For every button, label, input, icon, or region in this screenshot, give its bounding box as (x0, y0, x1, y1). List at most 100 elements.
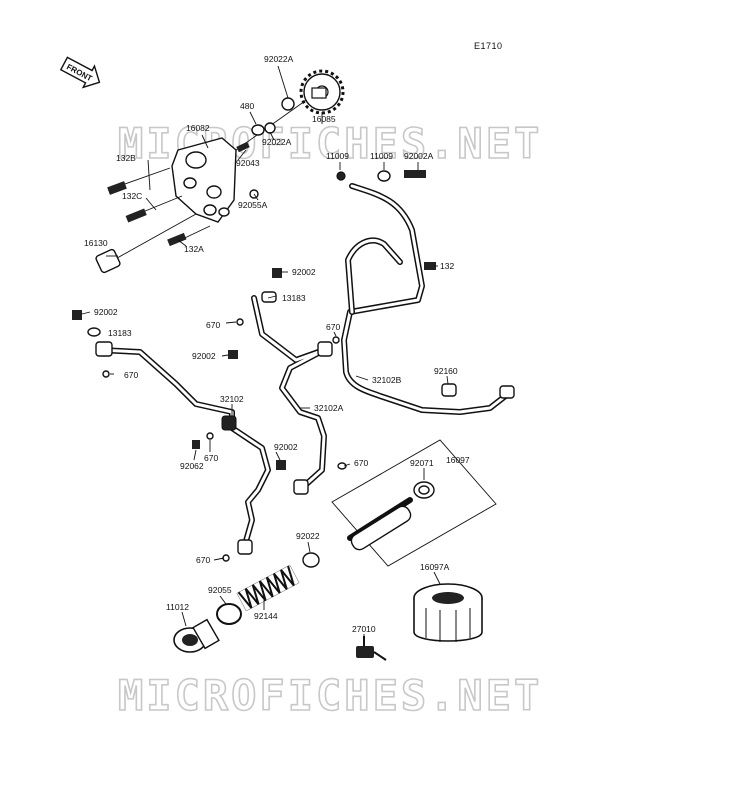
label-92043: 92043 (236, 158, 260, 168)
label-132b: 132B (116, 153, 136, 163)
part-92002a-bolt (404, 170, 426, 178)
pipe-banjo-bottom (237, 539, 253, 555)
label-132: 132 (440, 261, 454, 271)
label-16097: 16097 (446, 455, 470, 465)
part-670-oring-b (332, 336, 340, 344)
label-670-c: 670 (354, 458, 368, 468)
part-92062-bolt (192, 440, 200, 449)
label-11009-b: 11009 (370, 151, 393, 161)
label-92022: 92022 (296, 531, 320, 541)
front-arrow-icon: FRONT (59, 56, 101, 89)
label-13183-upper: 13183 (282, 293, 306, 303)
label-16097a: 16097A (420, 562, 450, 572)
label-92160: 92160 (434, 366, 458, 376)
pipe-32102b (341, 183, 511, 415)
label-92055a: 92055A (238, 200, 268, 210)
label-670-a: 670 (206, 320, 220, 330)
label-13183-left: 13183 (108, 328, 132, 338)
label-16130: 16130 (84, 238, 108, 248)
pump-bolt-hole-3 (203, 204, 217, 216)
pump-bolt-hole-2 (206, 185, 222, 199)
part-670-oring-c (206, 432, 214, 440)
part-11009-washer-b (377, 170, 391, 182)
pipe-banjo-left (95, 341, 113, 357)
part-92022a-washer-top (281, 97, 295, 111)
label-132c: 132C (122, 191, 142, 201)
label-27010: 27010 (352, 624, 376, 634)
part-132-bolt (424, 262, 436, 270)
oil-pump-group (95, 69, 345, 274)
part-92022-washer (302, 552, 320, 568)
part-16130-sleeve (95, 248, 121, 274)
part-132c-bolt (125, 208, 147, 223)
oil-pipes (72, 183, 515, 562)
part-labels: 92022A 480 16082 92022A 16085 132B 92043… (84, 54, 470, 634)
watermark-bottom: MICROFICHES.NET (118, 671, 542, 720)
pump-port (185, 151, 207, 169)
label-16082: 16082 (186, 123, 210, 133)
label-92002-left: 92002 (94, 307, 118, 317)
part-16085-sprocket (299, 69, 345, 115)
part-92022a-washer (264, 122, 276, 134)
pipe-banjo-13183 (261, 291, 277, 303)
part-92002-bolt-mid (228, 350, 238, 359)
label-32102a: 32102A (314, 403, 344, 413)
label-92002-low: 92002 (274, 442, 298, 452)
part-480-circlip (251, 124, 265, 136)
pipe-end-low (293, 479, 309, 495)
label-670-left: 670 (124, 370, 138, 380)
label-480: 480 (240, 101, 254, 111)
label-92022a-top: 92022A (264, 54, 294, 64)
label-670-d: 670 (204, 453, 218, 463)
part-92160-damper (441, 383, 457, 397)
part-92071-seal-inner (418, 485, 430, 495)
part-11009-washer-a (336, 171, 346, 181)
label-11009-a: 11009 (326, 151, 349, 161)
label-11012: 11012 (166, 602, 189, 612)
part-16097a-oil-filter (413, 583, 483, 642)
part-670-oring-d (337, 462, 347, 470)
label-670-b: 670 (326, 322, 340, 332)
relief-valve-group (331, 439, 497, 567)
label-92055: 92055 (208, 585, 232, 595)
sleeve-16130-line (109, 213, 197, 263)
part-11012-plug (173, 618, 220, 653)
part-92043-pin (236, 141, 250, 153)
diagram-code: E1710 (474, 41, 503, 51)
part-92144-spring (236, 564, 300, 612)
pump-flange (218, 207, 230, 217)
label-92002-mid: 92002 (192, 351, 216, 361)
label-92002a: 92002A (404, 151, 434, 161)
label-32102b: 32102B (372, 375, 402, 385)
label-92022a-mid: 92022A (262, 137, 292, 147)
part-92002-bolt-left (72, 310, 82, 320)
part-27010-pressure-switch (356, 636, 387, 661)
pump-bolt-hole (183, 177, 197, 189)
label-92144: 92144 (254, 611, 278, 621)
label-92062: 92062 (180, 461, 204, 471)
pipe-fitting-32102 (221, 415, 237, 431)
part-132b-bolt (107, 181, 127, 195)
part-92002-bolt-upper (272, 268, 282, 278)
part-92055-oring (216, 603, 242, 625)
pump-shaft-line (235, 95, 313, 151)
label-670-e: 670 (196, 555, 210, 565)
upper-right-parts (336, 170, 436, 270)
part-16097-body (350, 505, 412, 551)
part-670-oring-left (102, 370, 110, 378)
bottom-parts (173, 552, 483, 661)
label-92002-upper: 92002 (292, 267, 316, 277)
label-32102: 32102 (220, 394, 244, 404)
part-13183-gasket-left (87, 327, 101, 337)
part-92002-bolt-low (276, 460, 286, 470)
leader-lines (81, 65, 449, 638)
pipe-banjo-mid (317, 341, 333, 357)
part-132a-bolt (167, 232, 187, 247)
label-16085: 16085 (312, 114, 336, 124)
pipe-end-right (499, 385, 515, 399)
label-132a: 132A (184, 244, 204, 254)
label-92071: 92071 (410, 458, 434, 468)
part-670-oring-a (236, 318, 244, 326)
